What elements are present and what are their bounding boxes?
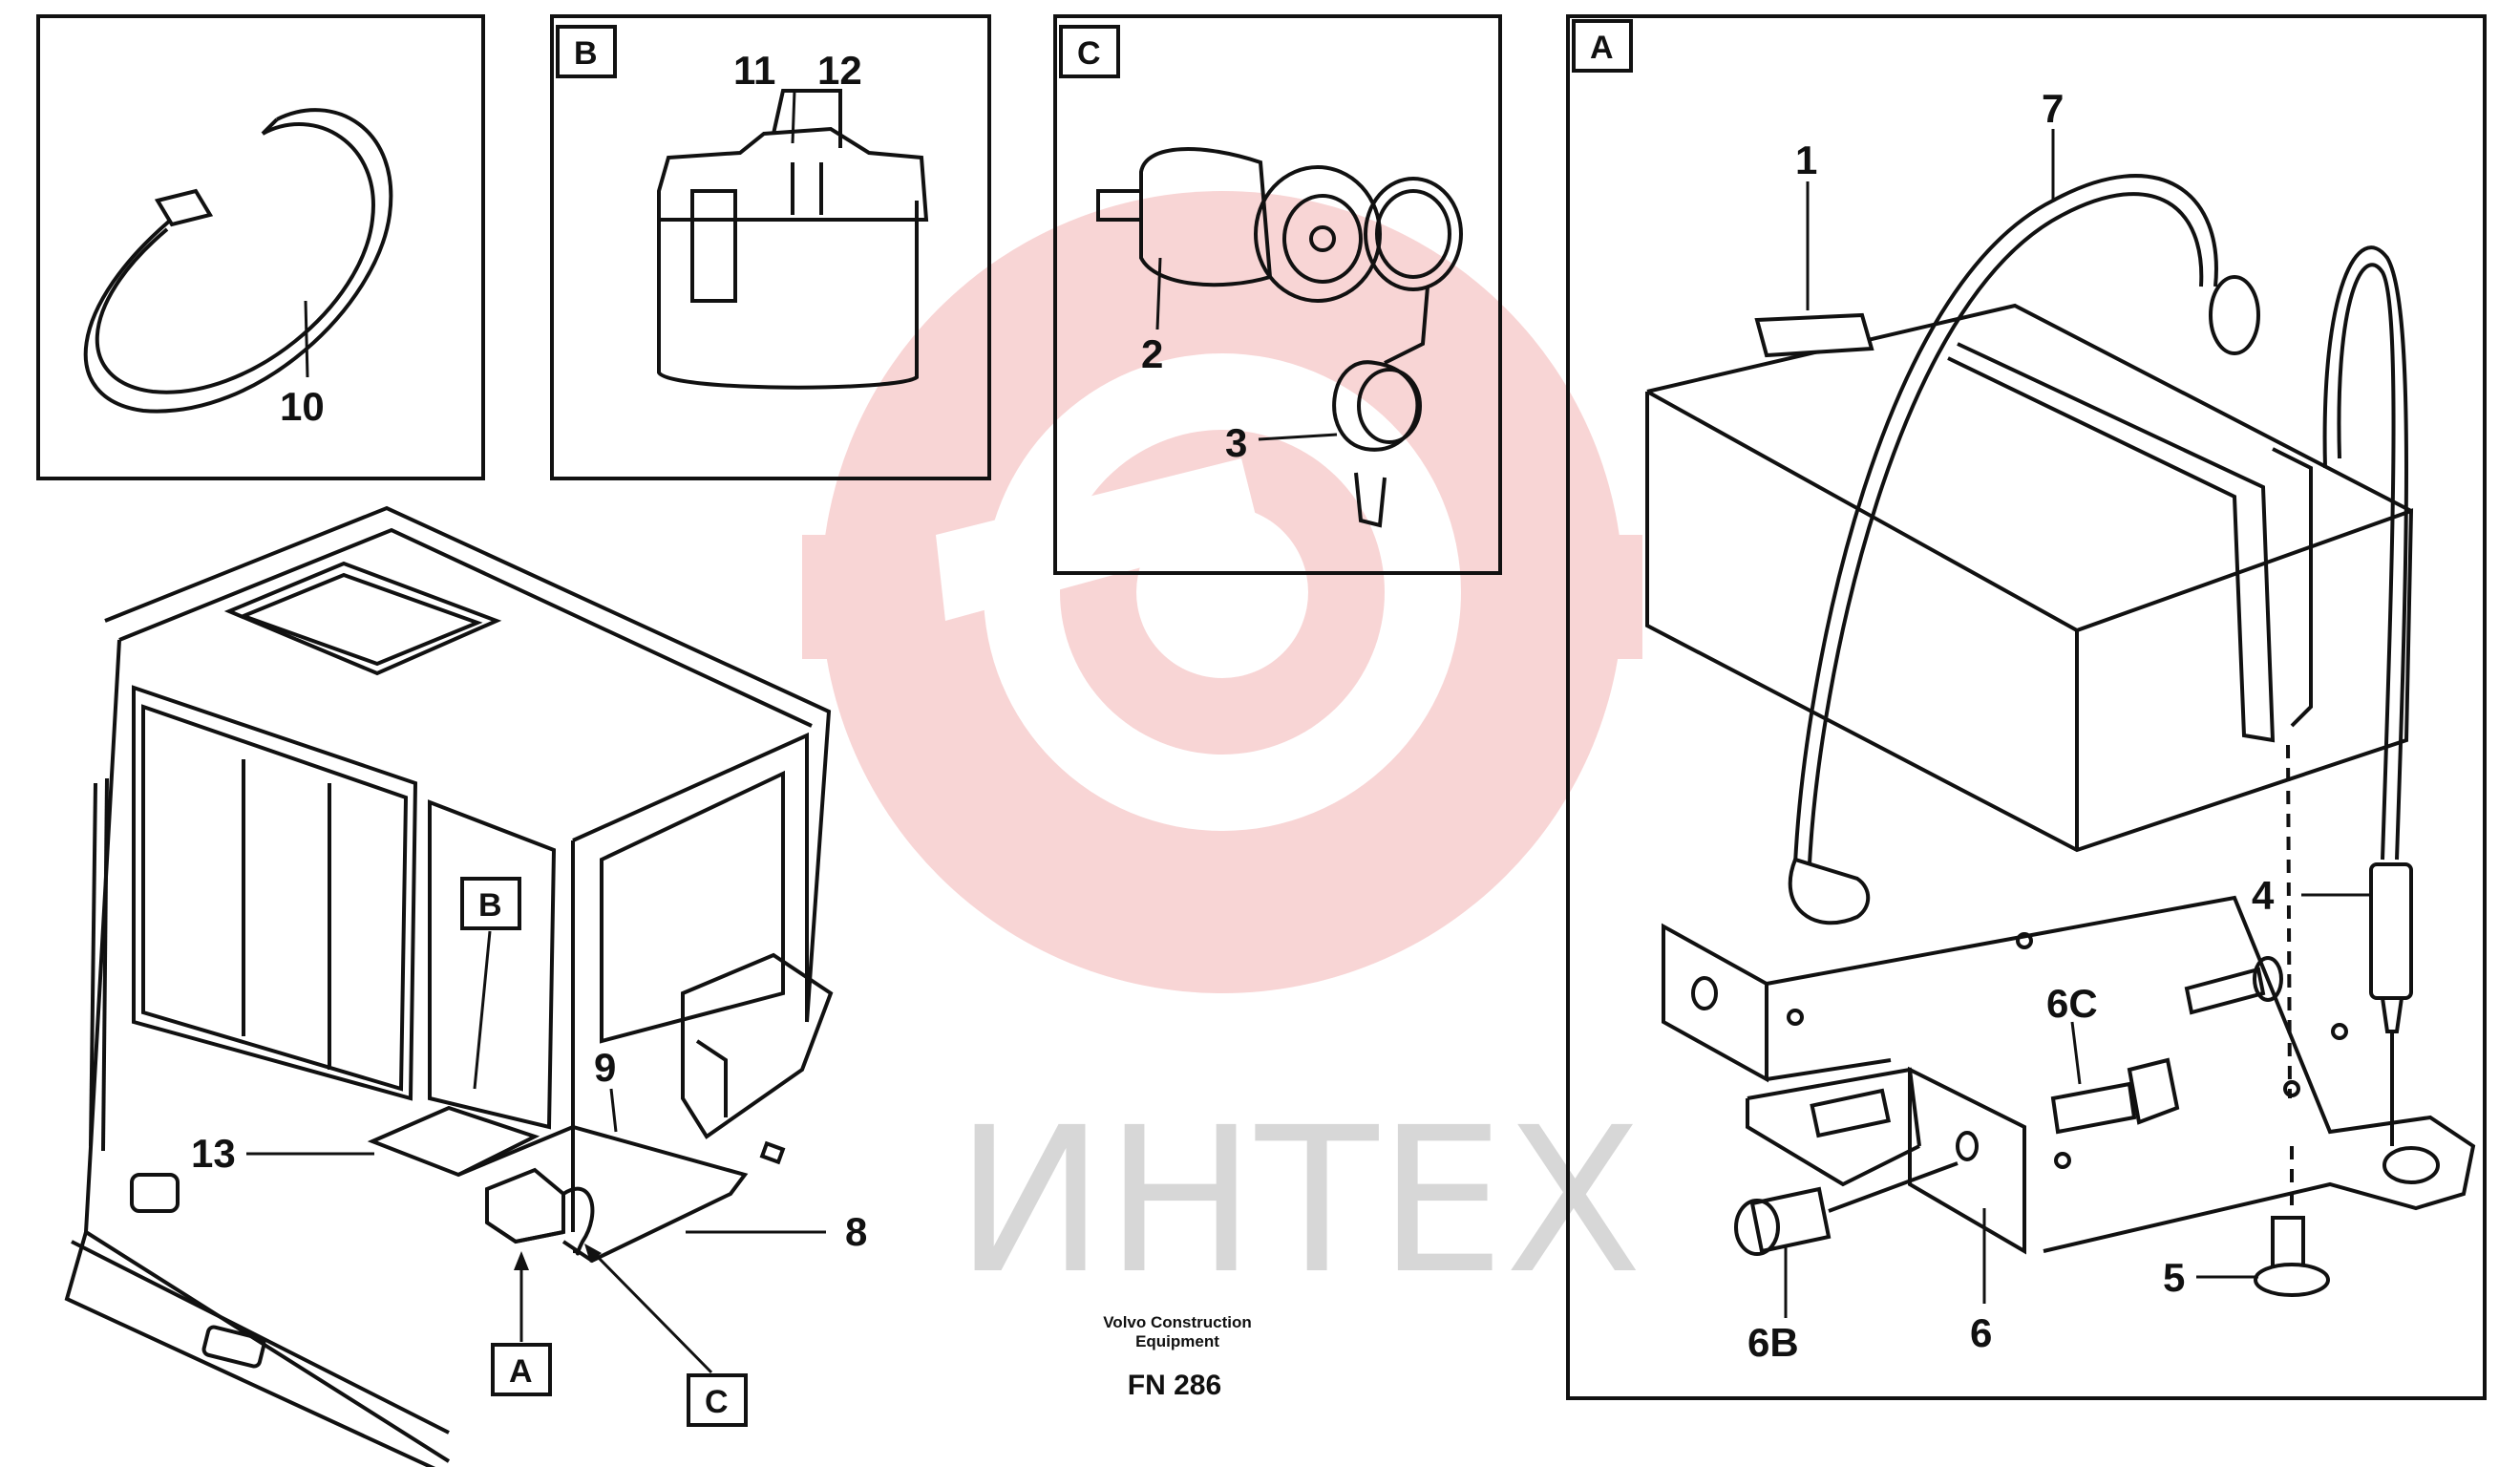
watermark-gear-logo bbox=[802, 191, 1642, 993]
label-part-13: 13 bbox=[191, 1131, 236, 1176]
bolt-6b-drawing bbox=[1734, 1161, 1959, 1256]
relay-drawing bbox=[657, 89, 929, 390]
cable-4-drawing bbox=[2322, 245, 2413, 1146]
callout-a-letter: A bbox=[509, 1353, 533, 1390]
cable-7-drawing bbox=[1788, 174, 2260, 925]
footer-figure-code: FN 286 bbox=[1128, 1370, 1221, 1401]
callout-c-letter: C bbox=[705, 1384, 729, 1420]
panel-c: C 2 3 bbox=[1053, 14, 1502, 575]
label-part-8: 8 bbox=[845, 1209, 867, 1254]
screw-5-drawing bbox=[2254, 744, 2330, 1297]
panel-b: B 11 12 bbox=[550, 14, 991, 480]
footer-company-line2: Equipment bbox=[1135, 1332, 1219, 1350]
label-part-4: 4 bbox=[2252, 873, 2275, 918]
socket-drawing bbox=[1096, 147, 1463, 528]
label-part-12: 12 bbox=[817, 48, 862, 93]
label-part-3: 3 bbox=[1225, 420, 1247, 465]
label-part-5: 5 bbox=[2163, 1255, 2185, 1300]
label-part-2: 2 bbox=[1141, 331, 1163, 376]
bracket-drawing bbox=[1662, 895, 2476, 1255]
panel-a: A bbox=[1566, 14, 2487, 1400]
footer: Volvo Construction Equipment FN 286 bbox=[1103, 1313, 1252, 1401]
cable-tie-drawing bbox=[83, 108, 393, 414]
label-part-10: 10 bbox=[280, 384, 325, 429]
box-drawing bbox=[1645, 303, 2414, 853]
label-part-1: 1 bbox=[1795, 138, 1817, 182]
panel-c-letter: C bbox=[1077, 35, 1101, 72]
panel-b-letter: B bbox=[574, 35, 598, 72]
callout-b-letter: B bbox=[478, 887, 502, 924]
label-part-6: 6 bbox=[1970, 1310, 1992, 1355]
panel-clip: 10 bbox=[36, 14, 485, 480]
label-part-11: 11 bbox=[733, 48, 775, 93]
label-part-7: 7 bbox=[2042, 86, 2064, 131]
watermark: ИНТЕХ bbox=[802, 191, 1642, 1318]
cab-overview: B A C 13 9 8 bbox=[64, 505, 867, 1467]
screw-6c-drawing bbox=[2050, 956, 2283, 1135]
label-part-9: 9 bbox=[594, 1045, 616, 1090]
label-part-6c: 6C bbox=[2046, 981, 2098, 1026]
panel-a-leaders bbox=[1784, 129, 2371, 1318]
cab-drawing bbox=[64, 505, 834, 1467]
cab-box-assembly bbox=[367, 1105, 786, 1264]
footer-company-line1: Volvo Construction bbox=[1103, 1313, 1252, 1331]
panel-a-letter: A bbox=[1590, 30, 1614, 66]
label-part-6b: 6B bbox=[1747, 1320, 1799, 1365]
watermark-text: ИНТЕХ bbox=[955, 1084, 1642, 1318]
